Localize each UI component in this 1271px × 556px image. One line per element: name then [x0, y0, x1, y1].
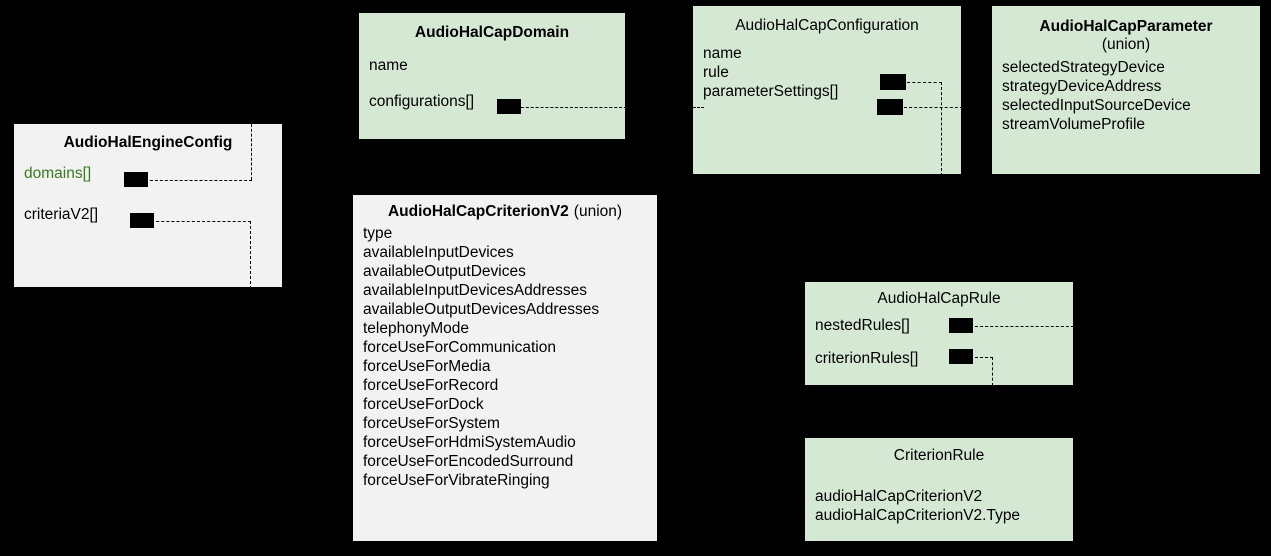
attr-configuration-rule: rule	[703, 64, 729, 81]
attr-domains: domains[]	[24, 165, 92, 182]
composition-diamond-domains	[124, 172, 148, 187]
class-subtitle-audio-hal-cap-parameter: (union)	[1101, 36, 1151, 53]
composition-diamond-nested-rules	[949, 318, 973, 333]
class-title-audio-hal-engine-config: AudioHalEngineConfig	[63, 134, 233, 151]
connector-criteria-v2-vertical	[250, 221, 251, 287]
attr-criterion-type: type	[363, 225, 393, 242]
composition-diamond-rule	[880, 74, 906, 90]
class-box-audio-hal-cap-rule[interactable]: AudioHalCapRule nestedRules[] criterionR…	[804, 281, 1074, 386]
attr-available-input-devices: availableInputDevices	[363, 244, 514, 261]
class-box-criterion-rule[interactable]: CriterionRule audioHalCapCriterionV2 aud…	[804, 437, 1074, 542]
class-title-audio-hal-cap-criterion-v2: AudioHalCapCriterionV2(union)	[353, 203, 657, 221]
class-title-suffix: (union)	[573, 203, 623, 220]
attr-force-use-for-media: forceUseForMedia	[363, 358, 491, 375]
attr-stream-volume-profile: streamVolumeProfile	[1002, 116, 1146, 133]
class-box-audio-hal-engine-config[interactable]: AudioHalEngineConfig domains[] criteriaV…	[13, 123, 283, 288]
attr-selected-strategy-device: selectedStrategyDevice	[1002, 59, 1165, 76]
composition-diamond-criteria-v2	[130, 213, 154, 228]
attr-selected-input-source-device: selectedInputSourceDevice	[1002, 97, 1191, 114]
attr-available-output-devices: availableOutputDevices	[363, 263, 526, 280]
class-title-criterion-rule: CriterionRule	[893, 447, 985, 464]
connector-configurations-gap	[626, 106, 692, 107]
class-box-audio-hal-cap-configuration[interactable]: AudioHalCapConfiguration name rule param…	[692, 5, 962, 175]
attr-configuration-name: name	[703, 45, 742, 62]
attr-force-use-for-system: forceUseForSystem	[363, 415, 500, 432]
composition-diamond-criterion-rules	[949, 349, 973, 364]
attr-criterion-rules: criterionRules[]	[815, 350, 919, 367]
composition-diamond-parameter-settings	[877, 99, 903, 115]
attr-nested-rules: nestedRules[]	[815, 317, 910, 334]
attr-strategy-device-address: strategyDeviceAddress	[1002, 78, 1162, 95]
attr-audio-hal-cap-criterion-v2: audioHalCapCriterionV2	[815, 488, 983, 505]
connector-incoming-configurations-stub	[693, 107, 704, 108]
attr-force-use-for-communication: forceUseForCommunication	[363, 339, 556, 356]
class-title-audio-hal-cap-domain: AudioHalCapDomain	[414, 24, 570, 41]
attr-force-use-for-encoded-surround: forceUseForEncodedSurround	[363, 453, 574, 470]
attr-configurations: configurations[]	[369, 93, 475, 110]
attr-force-use-for-hdmi-system-audio: forceUseForHdmiSystemAudio	[363, 434, 576, 451]
attr-audio-hal-cap-criterion-v2-type: audioHalCapCriterionV2.Type	[815, 507, 1021, 524]
class-title-text: AudioHalCapCriterionV2	[387, 203, 569, 220]
class-box-audio-hal-cap-parameter[interactable]: AudioHalCapParameter (union) selectedStr…	[991, 5, 1261, 175]
class-box-audio-hal-cap-domain[interactable]: AudioHalCapDomain name configurations[]	[358, 12, 626, 140]
class-title-audio-hal-cap-parameter: AudioHalCapParameter	[1039, 18, 1213, 35]
composition-diamond-configurations	[497, 99, 521, 114]
attr-force-use-for-record: forceUseForRecord	[363, 377, 499, 394]
attr-available-input-devices-addresses: availableInputDevicesAddresses	[363, 282, 588, 299]
attr-force-use-for-dock: forceUseForDock	[363, 396, 484, 413]
attr-available-output-devices-addresses: availableOutputDevicesAddresses	[363, 301, 600, 318]
attr-parameter-settings: parameterSettings[]	[703, 83, 839, 100]
connector-parameter-settings-horizontal	[904, 107, 961, 108]
attr-criteria-v2: criteriaV2[]	[24, 206, 99, 223]
class-title-audio-hal-cap-configuration: AudioHalCapConfiguration	[735, 17, 919, 34]
class-box-audio-hal-cap-criterion-v2[interactable]: AudioHalCapCriterionV2(union) type avail…	[352, 194, 658, 542]
attr-force-use-for-vibrate-ringing: forceUseForVibrateRinging	[363, 472, 550, 489]
attr-domain-name: name	[369, 57, 408, 74]
class-title-audio-hal-cap-rule: AudioHalCapRule	[877, 290, 1001, 307]
connector-parameter-settings-gap	[962, 106, 991, 107]
attr-telephony-mode: telephonyMode	[363, 320, 469, 337]
